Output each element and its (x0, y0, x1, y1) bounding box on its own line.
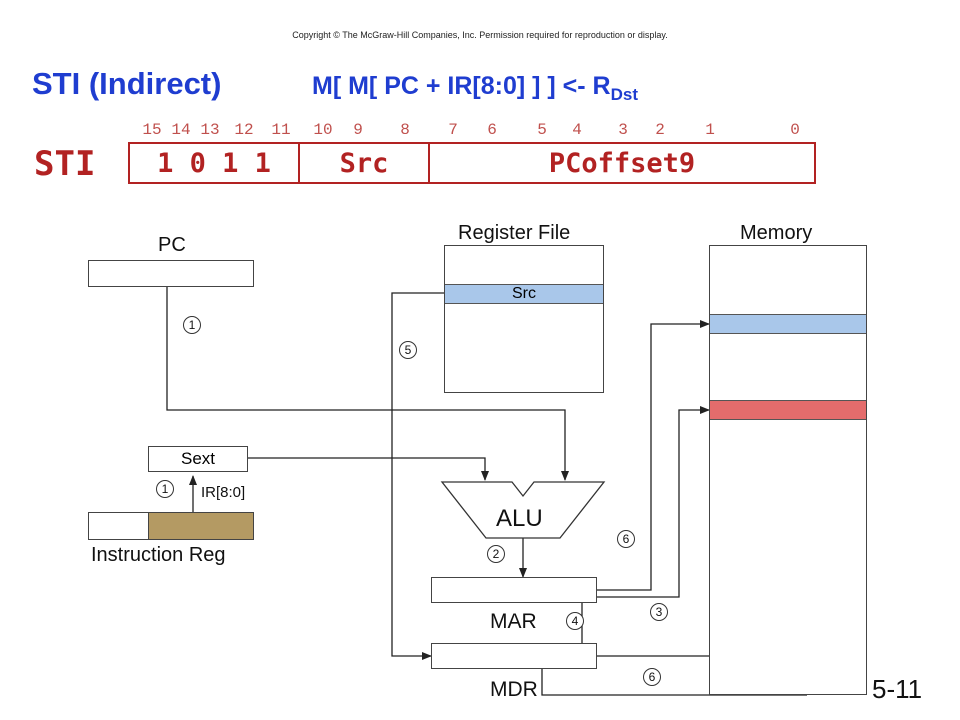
mar-label: MAR (490, 610, 537, 633)
step-marker-6: 6 (643, 668, 661, 686)
bit-number: 10 (313, 121, 333, 139)
bit-number: 4 (572, 121, 582, 139)
step-marker-1: 1 (183, 316, 201, 334)
alu-label: ALU (496, 505, 543, 532)
step-marker-4: 4 (566, 612, 584, 630)
instruction-register (88, 512, 254, 540)
src-register-row: Src (445, 284, 603, 304)
memory-block (709, 245, 867, 695)
mdr-label: MDR (490, 678, 538, 701)
wire-sext-to-alu (248, 457, 489, 481)
step-marker-3: 3 (650, 603, 668, 621)
slide-number: 5-11 (872, 674, 923, 704)
wire-mar-to-mem-red (596, 406, 710, 598)
formula-main: M[ M[ PC + IR[8:0] ] ] <- R (312, 72, 611, 100)
formula-subscript: Dst (610, 85, 639, 104)
register-file-label: Register File (458, 222, 571, 244)
src-field: Src (298, 142, 430, 184)
bit-number: 11 (271, 121, 291, 139)
mdr-register (431, 643, 597, 669)
sext-unit: Sext (148, 446, 248, 472)
pcoffset9-field: PCoffset9 (428, 142, 816, 184)
copyright-notice: Copyright © The McGraw-Hill Companies, I… (292, 30, 668, 40)
bit-number: 13 (200, 121, 220, 139)
bit-number: 15 (142, 121, 162, 139)
memory-indirect-pointer-cell (710, 314, 866, 334)
pc-label: PC (158, 234, 186, 256)
memory-target-cell (710, 400, 866, 420)
bit-number: 7 (448, 121, 458, 139)
instruction-name: STI (34, 144, 96, 184)
bit-number: 0 (790, 121, 800, 139)
step-marker-1: 1 (156, 480, 174, 498)
wire-src-to-mdr (391, 292, 470, 660)
mar-register (431, 577, 597, 603)
ir-upper-bits (89, 513, 149, 539)
rtl-formula: M[ M[ PC + IR[8:0] ] ] <- RDst (312, 72, 638, 105)
step-marker-2: 2 (487, 545, 505, 563)
bit-number: 6 (487, 121, 497, 139)
bit-number: 14 (171, 121, 191, 139)
wire-mar-to-mem-blue (596, 320, 710, 591)
bit-number: 9 (353, 121, 363, 139)
step-marker-6: 6 (617, 530, 635, 548)
opcode-field: 1 0 1 1 (128, 142, 300, 184)
alu-unit (440, 481, 606, 539)
register-file: Src (444, 245, 604, 393)
bit-number: 1 (705, 121, 715, 139)
bit-number: 12 (234, 121, 254, 139)
pc-register (88, 260, 254, 287)
ir-slice-label: IR[8:0] (201, 484, 246, 501)
bit-number: 8 (400, 121, 410, 139)
step-marker-5: 5 (399, 341, 417, 359)
bit-number: 5 (537, 121, 547, 139)
page-title: STI (Indirect) (32, 66, 222, 101)
memory-label: Memory (740, 222, 813, 244)
bit-number: 3 (618, 121, 628, 139)
instruction-reg-label: Instruction Reg (91, 544, 226, 566)
ir-offset-bits (149, 513, 253, 539)
wire-pc-to-alu (166, 287, 569, 481)
bit-number: 2 (655, 121, 665, 139)
